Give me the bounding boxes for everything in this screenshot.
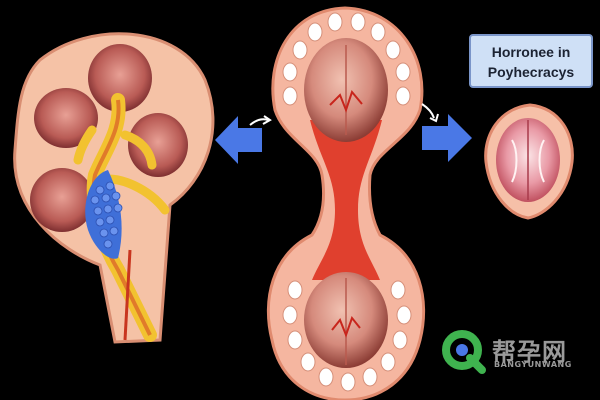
watermark: 帮孕网 BANGYUNWANG — [442, 330, 592, 374]
info-label-box: Horronee in Poyhecracys — [469, 34, 593, 88]
q-logo-icon — [442, 330, 486, 374]
label-line-1: Horronee in — [491, 44, 571, 60]
small-organ — [484, 103, 574, 220]
left-arrow-icon — [215, 115, 272, 164]
watermark-text-en: BANGYUNWANG — [494, 360, 572, 369]
central-organ — [266, 6, 426, 400]
right-arrow-icon — [421, 103, 472, 162]
watermark-text-cn: 帮孕网 — [492, 338, 567, 366]
kidney-organ — [13, 32, 215, 344]
label-line-2: Poyhecracys — [487, 64, 575, 80]
